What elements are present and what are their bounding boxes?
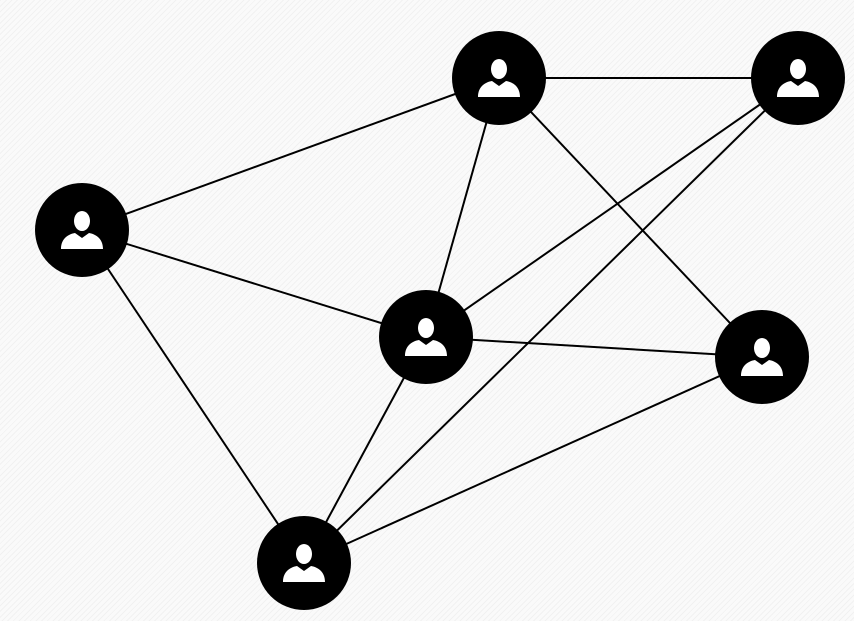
edge-n3-n6 bbox=[303, 77, 799, 564]
user-icon bbox=[283, 544, 325, 582]
user-icon bbox=[478, 59, 520, 97]
edge-n2-n4 bbox=[81, 229, 427, 338]
user-icon bbox=[405, 318, 447, 356]
edge-n1-n5 bbox=[498, 77, 763, 358]
edges-group bbox=[81, 77, 799, 564]
edge-n4-n3 bbox=[425, 77, 799, 338]
user-icon bbox=[741, 338, 783, 376]
edge-n5-n6 bbox=[303, 356, 763, 564]
nodes-group bbox=[35, 31, 845, 610]
edge-n4-n5 bbox=[425, 336, 763, 358]
node-n2 bbox=[35, 183, 129, 277]
node-n1 bbox=[452, 31, 546, 125]
user-icon bbox=[777, 59, 819, 97]
user-icon bbox=[61, 211, 103, 249]
node-n4 bbox=[379, 290, 473, 384]
node-n5 bbox=[715, 310, 809, 404]
edge-n2-n6 bbox=[81, 229, 305, 564]
node-n6 bbox=[257, 516, 351, 610]
edge-n1-n2 bbox=[81, 77, 500, 231]
node-n3 bbox=[751, 31, 845, 125]
